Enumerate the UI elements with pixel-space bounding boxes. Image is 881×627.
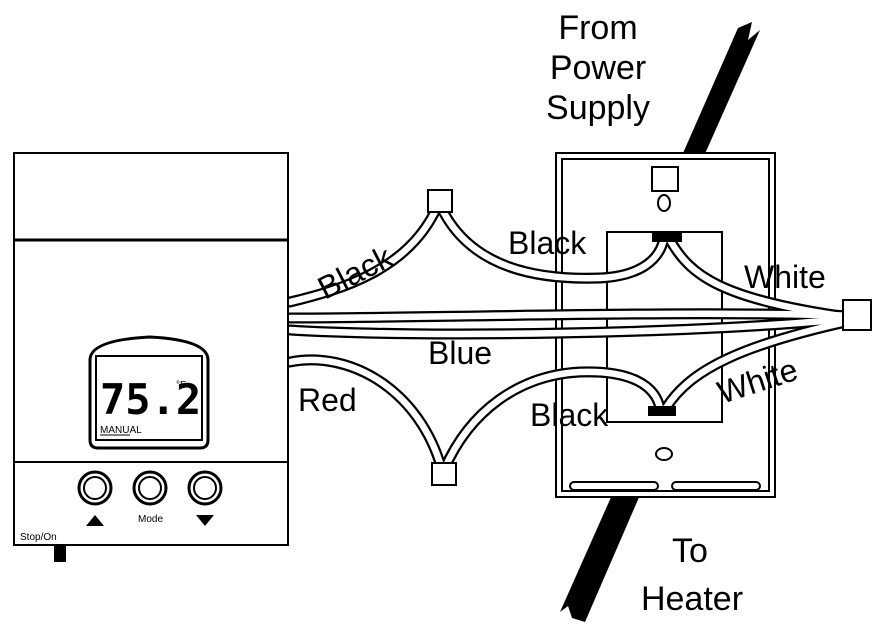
up-button[interactable] [77, 470, 113, 506]
wire-label-black-left: Black [312, 238, 399, 306]
stop-on-label: Stop/On [20, 532, 57, 543]
terminal-bottom [648, 406, 676, 416]
stop-on-switch[interactable] [54, 545, 66, 562]
mode-button-label: Mode [138, 514, 163, 525]
to-label: To [672, 532, 708, 570]
terminal-top [652, 233, 682, 242]
heater-label: Heater [641, 580, 743, 618]
wire-label-blue: Blue [428, 335, 492, 371]
up-arrow-icon [86, 515, 104, 526]
wire-label-black-top: Black [508, 225, 587, 261]
wires [284, 199, 861, 476]
temperature-unit: °F [176, 380, 186, 391]
top-screw-hole [657, 194, 671, 212]
wire-label-red: Red [298, 382, 357, 418]
supply-label: Supply [546, 89, 650, 127]
down-button[interactable] [187, 470, 223, 506]
down-arrow-icon [196, 515, 214, 526]
power-supply-cable [680, 22, 760, 165]
heater-cable [560, 495, 640, 622]
wire-nut-bottom [431, 462, 457, 486]
from-label: From [558, 9, 637, 47]
mode-button[interactable] [132, 470, 168, 506]
display-screen [95, 355, 203, 441]
wire-label-white-top: White [744, 259, 826, 295]
connectors [427, 189, 872, 486]
bottom-screw-hole [655, 447, 673, 461]
thermostat: 75.2 °F MANUAL Mode Stop/On [13, 152, 289, 562]
top-tab [651, 166, 679, 192]
temperature-readout: 75.2 [100, 375, 201, 424]
wire-label-black-bottom: Black [530, 397, 609, 433]
wire-nut-right [842, 299, 872, 331]
wire-nut-top [427, 189, 453, 213]
mode-indicator: MANUAL [100, 425, 142, 436]
power-label: Power [550, 49, 646, 87]
